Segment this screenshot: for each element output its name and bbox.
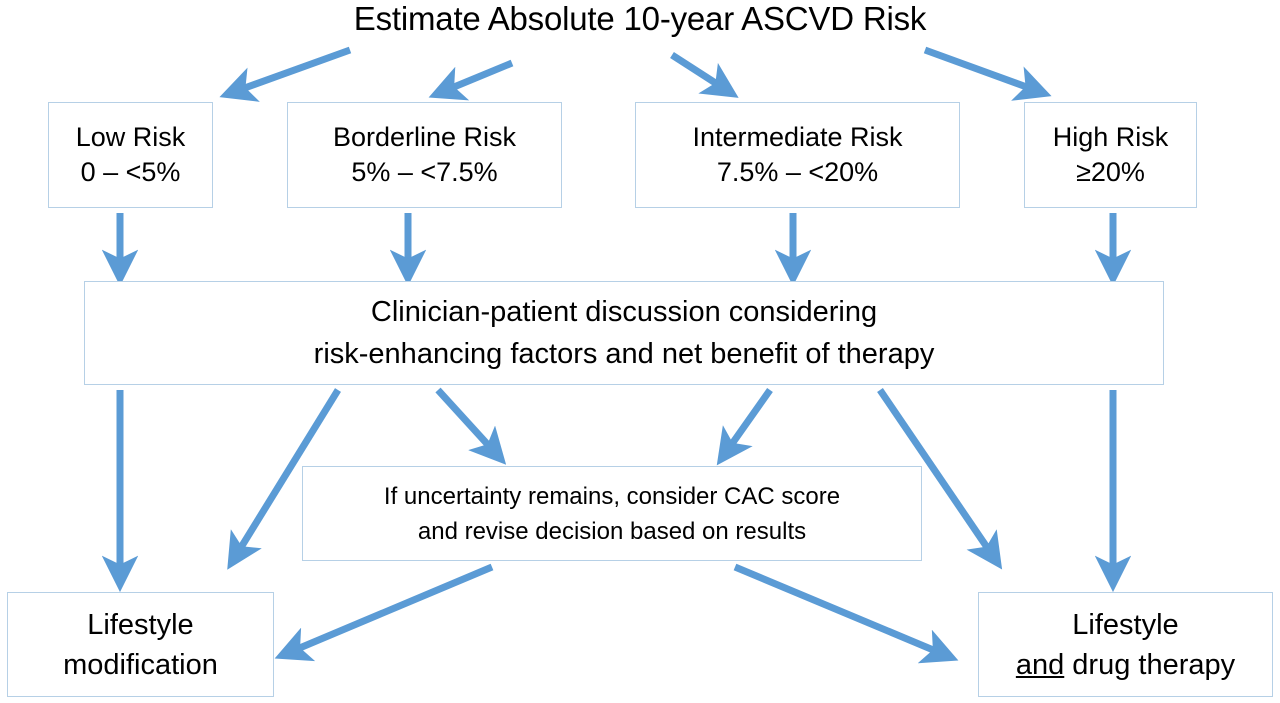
risk-box-intermediate: Intermediate Risk 7.5% – <20% — [635, 102, 960, 208]
arrow-discussion-to-cac-left — [435, 387, 507, 465]
outcome-right-line-1: Lifestyle — [1072, 608, 1179, 641]
outcome-left-line-1: Lifestyle — [87, 608, 194, 641]
arrow-cac-to-lifestyle-left — [274, 563, 494, 662]
outcome-right-emphasis: and — [1015, 648, 1065, 681]
arrow-cac-to-lifestyle-right — [733, 563, 959, 664]
page-title: Estimate Absolute 10-year ASCVD Risk — [353, 0, 927, 37]
risk-box-low-range: 0 – <5% — [80, 157, 181, 187]
risk-box-high-name: High Risk — [1052, 122, 1169, 152]
cac-score-box: If uncertainty remains, consider CAC sco… — [302, 466, 922, 561]
arrow-title-to-low — [219, 46, 352, 102]
risk-box-high: High Risk ≥20% — [1024, 102, 1197, 208]
risk-box-borderline-range: 5% – <7.5% — [351, 157, 498, 187]
risk-box-high-range: ≥20% — [1076, 157, 1145, 187]
risk-box-borderline-name: Borderline Risk — [332, 122, 517, 152]
risk-box-low: Low Risk 0 – <5% — [48, 102, 213, 208]
arrow-title-to-borderline — [428, 59, 514, 101]
risk-box-borderline: Borderline Risk 5% – <7.5% — [287, 102, 562, 208]
outcome-right-line-2: and drug therapy — [1016, 645, 1235, 685]
risk-box-low-name: Low Risk — [75, 122, 186, 152]
discussion-line-1: Clinician-patient discussion considering — [370, 296, 878, 328]
outcome-left-line-2: modification — [63, 648, 218, 681]
arrow-title-to-intermediate — [670, 52, 739, 98]
outcome-box-lifestyle-and-drug-therapy: Lifestyle and drug therapy — [978, 592, 1273, 697]
arrow-title-to-high — [923, 46, 1052, 101]
outcome-right-rest: drug therapy — [1064, 648, 1236, 681]
cac-line-1: If uncertainty remains, consider CAC sco… — [383, 482, 841, 510]
arrow-discussion-to-cac-right — [716, 387, 773, 466]
outcome-box-lifestyle-modification: Lifestyle modification — [7, 592, 274, 697]
risk-box-intermediate-name: Intermediate Risk — [692, 122, 903, 152]
discussion-line-2: risk-enhancing factors and net benefit o… — [313, 338, 935, 370]
cac-line-2: and revise decision based on results — [417, 517, 807, 545]
clinician-patient-discussion-box: Clinician-patient discussion considering… — [84, 281, 1164, 385]
risk-box-intermediate-range: 7.5% – <20% — [716, 157, 879, 187]
